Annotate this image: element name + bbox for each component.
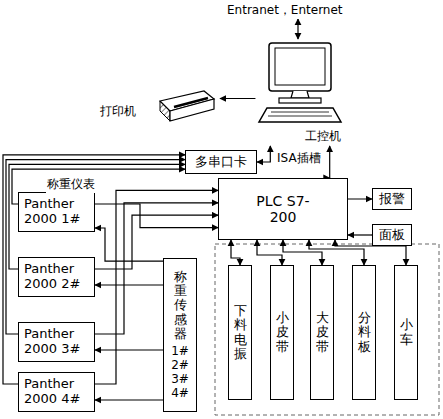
dashed-region xyxy=(215,244,439,415)
node-text: Panther 2000 4# xyxy=(24,377,92,407)
connector xyxy=(95,399,163,400)
connector xyxy=(95,349,163,350)
node-text: 下料电振 xyxy=(234,304,247,361)
node-text: Panther 2000 1# xyxy=(24,197,92,227)
connector xyxy=(257,240,282,265)
connector xyxy=(95,190,218,384)
connector xyxy=(95,203,218,334)
slot-label: ISA插槽 xyxy=(276,150,322,167)
node-text: Panther 2000 2# xyxy=(24,262,92,292)
computer-icon xyxy=(255,40,345,128)
connector xyxy=(9,164,185,269)
group-label: 称重仪表 xyxy=(46,176,96,193)
indicator-box: Panther 2000 4# xyxy=(18,372,95,412)
node-text: 大皮带 xyxy=(316,311,329,354)
node-text: 称重传感器 xyxy=(174,270,187,341)
connector xyxy=(283,240,322,265)
connector xyxy=(329,146,330,178)
connector xyxy=(257,146,270,162)
device-box: 下料电振 xyxy=(228,265,252,400)
connector xyxy=(348,198,372,199)
computer-node: 工控机 xyxy=(255,40,345,146)
node-text: Panther 2000 3# xyxy=(24,327,92,357)
connector xyxy=(95,228,163,261)
connector xyxy=(348,234,372,235)
node-text: 小皮带 xyxy=(276,311,289,354)
network-arrow xyxy=(297,19,298,39)
printer-icon xyxy=(152,87,218,127)
node-text: 报警 xyxy=(379,192,405,207)
device-box: 小皮带 xyxy=(270,265,294,400)
node-text: 打印机 xyxy=(100,105,136,119)
device-box: 分料板 xyxy=(352,265,376,400)
node-text: PLC S7-200 xyxy=(255,193,311,225)
node-text: 小车 xyxy=(400,318,413,347)
alarm-box: 报警 xyxy=(372,188,412,210)
connector xyxy=(3,155,185,384)
indicator-box: Panther 2000 2# xyxy=(18,257,95,297)
connector xyxy=(95,215,218,269)
connector xyxy=(220,98,255,99)
network-label: Entranet，Enternet xyxy=(226,2,344,19)
indicator-box: Panther 2000 1# xyxy=(18,192,95,232)
node-text: 工控机 xyxy=(305,130,341,144)
node-text: 多串口卡 xyxy=(195,155,247,170)
serial-card-box: 多串口卡 xyxy=(185,150,257,174)
indicator-box: Panther 2000 3# xyxy=(18,322,95,362)
connector xyxy=(6,160,185,334)
connector xyxy=(231,240,240,265)
plc-box: PLC S7-200 xyxy=(218,178,348,240)
device-box: 大皮带 xyxy=(310,265,334,400)
node-text: 面板 xyxy=(379,228,405,243)
device-box: 小车 xyxy=(394,265,418,400)
connector xyxy=(95,284,163,285)
printer-node: 打印机 xyxy=(100,85,220,130)
node-text: 1# 2# 3# 4# xyxy=(170,345,190,400)
connector xyxy=(309,240,364,265)
node-text: 分料板 xyxy=(358,311,371,354)
panel-box: 面板 xyxy=(372,224,412,246)
sensor-box: 称重传感器 1# 2# 3# 4# xyxy=(163,258,197,412)
